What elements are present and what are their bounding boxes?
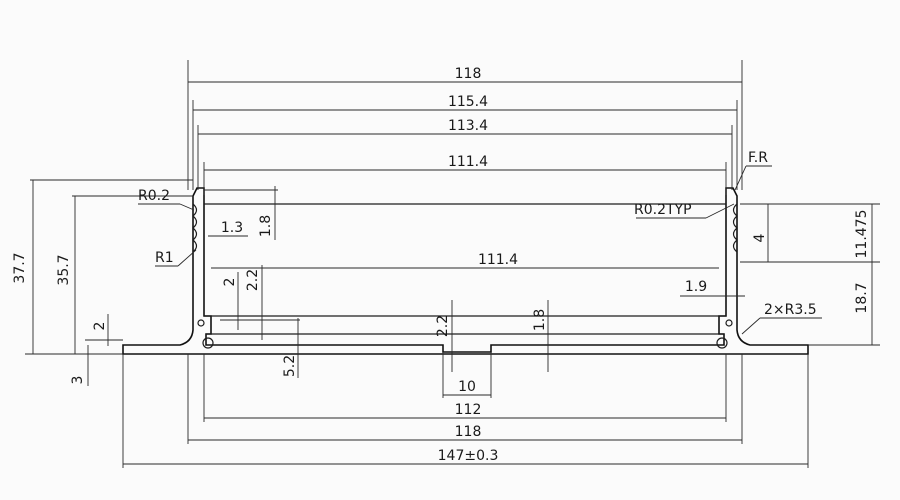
dim-2-base: 2 — [92, 322, 108, 331]
dim-2-left: 2 — [222, 278, 238, 287]
dim-1-8-center: 1.8 — [532, 309, 548, 331]
dim-147: 147±0.3 — [438, 448, 499, 464]
dim-2-2-left: 2.2 — [245, 269, 261, 291]
dim-111-4-top: 111.4 — [448, 154, 488, 170]
bottom-dimensions: 10 112 118 147±0.3 — [122, 352, 809, 468]
extrusion-profile — [122, 187, 809, 355]
dim-1-9: 1.9 — [685, 279, 707, 295]
dim-1-3: 1.3 — [221, 220, 243, 236]
dim-11-475: 11.475 — [854, 210, 870, 259]
dim-118-bottom: 118 — [455, 424, 482, 440]
dim-118-top: 118 — [455, 66, 482, 82]
dim-1-8-left: 1.8 — [258, 215, 274, 237]
dim-2-2-center: 2.2 — [435, 315, 451, 337]
callout-r0-2: R0.2 — [138, 188, 170, 204]
dim-3-base: 3 — [70, 376, 86, 385]
callout-r3-5: 2×R3.5 — [764, 302, 817, 318]
inner-dimensions: 111.4 2 2.2 2.2 1.8 1.3 1.8 1.9 — [204, 186, 745, 372]
top-dimensions: 118 115.4 113.4 111.4 — [187, 60, 743, 195]
dim-111-4-mid: 111.4 — [478, 252, 518, 268]
dim-35-7: 35.7 — [56, 254, 72, 285]
dim-37-7: 37.7 — [12, 252, 28, 283]
dim-113-4: 113.4 — [448, 118, 488, 134]
dim-115-4: 115.4 — [448, 94, 488, 110]
callout-r0-2typ: R0.2TYP — [634, 202, 692, 218]
callout-fr: F.R — [748, 150, 768, 166]
callout-r1: R1 — [155, 250, 174, 266]
dim-4: 4 — [752, 233, 768, 242]
dim-112: 112 — [455, 402, 482, 418]
dim-10: 10 — [458, 379, 476, 395]
dim-5-2: 5.2 — [282, 355, 298, 377]
dim-18-7: 18.7 — [854, 282, 870, 313]
callouts: R0.2 R1 R0.2TYP F.R 2×R3.5 — [138, 150, 822, 335]
left-dimensions: 37.7 35.7 2 3 5.2 — [12, 179, 300, 386]
right-dimensions: 4 11.475 18.7 — [740, 203, 880, 346]
